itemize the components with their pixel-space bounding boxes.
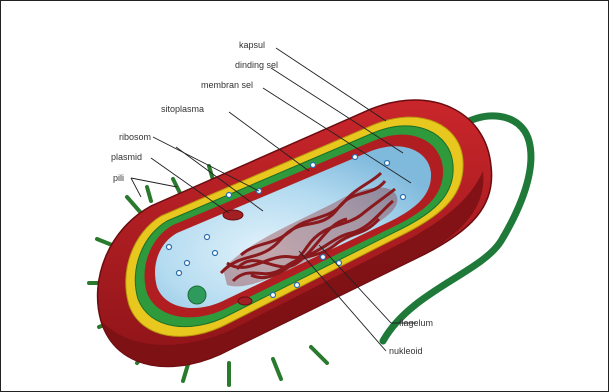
leader-kapsul [276, 48, 386, 121]
ribosome [271, 293, 276, 298]
pilus [311, 347, 327, 363]
label-kapsul: kapsul [239, 40, 265, 50]
label-plasmid: plasmid [111, 152, 142, 162]
pilus [273, 359, 281, 379]
ribosome [185, 261, 190, 266]
pilus [127, 197, 141, 213]
plasmid [238, 297, 252, 305]
granule [188, 286, 206, 304]
leader-pili-2 [131, 178, 177, 187]
ribosome [167, 245, 172, 250]
ribosome [227, 193, 232, 198]
ribosome [401, 195, 406, 200]
ribosome [353, 155, 358, 160]
label-sitoplasma: sitoplasma [161, 104, 204, 114]
label-pili: pili [113, 173, 124, 183]
ribosome [177, 271, 182, 276]
ribosome [205, 235, 210, 240]
pilus [147, 187, 151, 201]
ribosome [295, 283, 300, 288]
label-membran-sel: membran sel [201, 80, 253, 90]
ribosome [385, 161, 390, 166]
ribosome [213, 251, 218, 256]
plasmid [223, 210, 243, 220]
ribosome [321, 255, 326, 260]
ribosome [311, 163, 316, 168]
leader-pili-1 [131, 178, 141, 197]
label-ribosom: ribosom [119, 132, 151, 142]
label-nukleoid: nukleoid [389, 346, 423, 356]
label-dinding-sel: dinding sel [235, 60, 278, 70]
label-flagelum: flagelum [399, 318, 433, 328]
